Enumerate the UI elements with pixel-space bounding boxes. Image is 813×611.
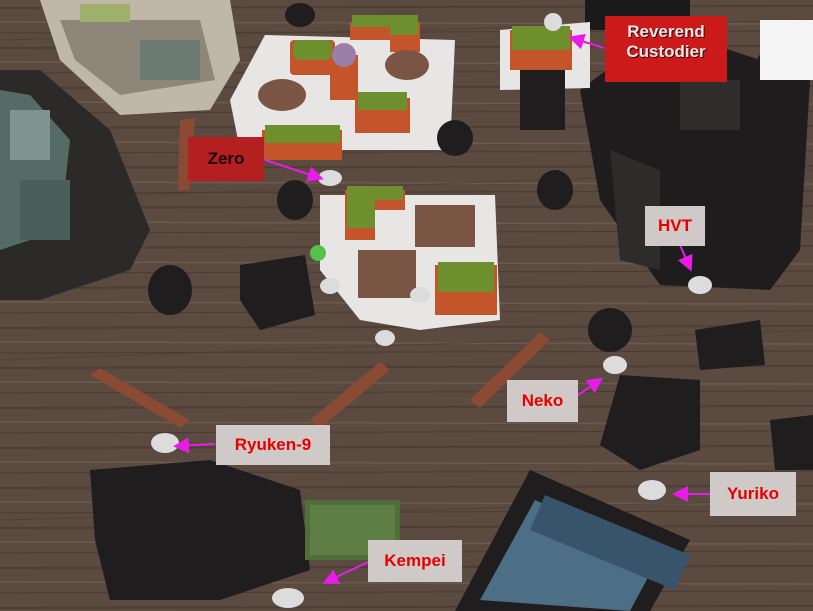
label-kempei-text: Kempei bbox=[384, 551, 446, 570]
building-left bbox=[0, 70, 150, 300]
label-hvt-text: HVT bbox=[658, 216, 692, 235]
label-zero: Zero bbox=[188, 137, 264, 181]
label-reverend-custodier: Reverend Custodier bbox=[605, 16, 727, 82]
token-green bbox=[310, 245, 326, 261]
miniatures bbox=[151, 13, 712, 608]
game-mat bbox=[455, 470, 690, 611]
label-zero-text: Zero bbox=[207, 149, 245, 168]
building-top-left bbox=[40, 0, 240, 115]
label-neko: Neko bbox=[507, 380, 578, 422]
plaza-center bbox=[320, 186, 500, 330]
label-reverend-line2: Custodier bbox=[626, 42, 706, 61]
label-hvt: HVT bbox=[645, 206, 705, 246]
annotation-arrows bbox=[173, 33, 710, 585]
building-right bbox=[580, 20, 813, 290]
label-ryuken9: Ryuken-9 bbox=[216, 425, 330, 465]
label-reverend-line1: Reverend bbox=[627, 22, 705, 41]
planter-top-right bbox=[500, 22, 590, 130]
benches bbox=[90, 118, 550, 428]
label-yuriko-text: Yuriko bbox=[727, 484, 779, 503]
label-yuriko: Yuriko bbox=[710, 472, 796, 516]
label-ryuken9-text: Ryuken-9 bbox=[234, 435, 312, 454]
label-neko-text: Neko bbox=[521, 391, 564, 410]
label-kempei: Kempei bbox=[368, 540, 462, 582]
plaza-top bbox=[230, 15, 455, 160]
black-terrain bbox=[90, 3, 813, 600]
